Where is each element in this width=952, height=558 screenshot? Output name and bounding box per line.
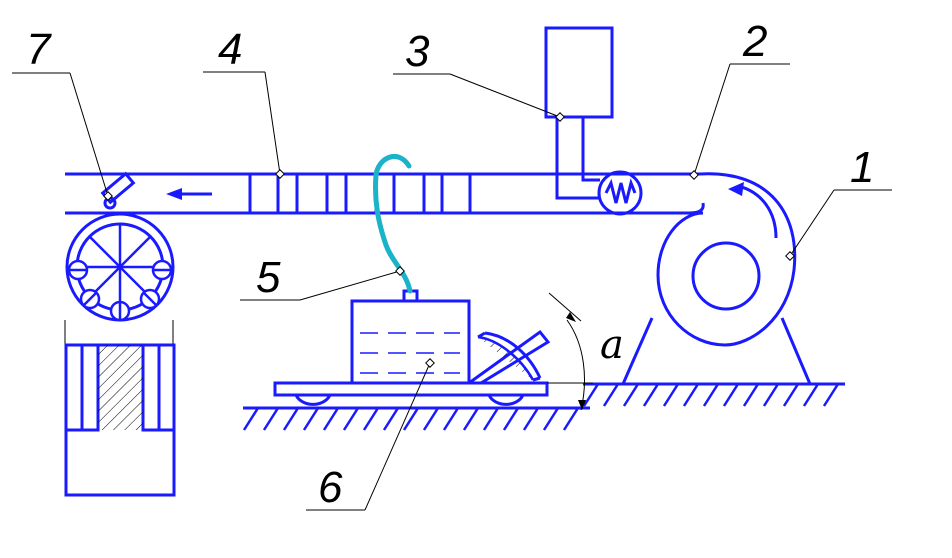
flow-arrow-icon <box>166 188 212 200</box>
angle-indicator: a <box>547 292 624 411</box>
callout-7: 7 <box>26 25 52 74</box>
fan <box>621 172 812 385</box>
leader-lines <box>12 63 892 511</box>
heat-exchanger <box>248 172 472 215</box>
cart <box>273 289 551 406</box>
callout-3: 3 <box>405 27 430 76</box>
angle-label: a <box>600 322 624 368</box>
leader-markers <box>103 112 795 368</box>
duct <box>65 172 705 215</box>
gripper-icon <box>100 171 136 210</box>
callout-6: 6 <box>318 463 343 512</box>
hose <box>373 153 413 294</box>
rotation-arrow-icon <box>737 184 778 239</box>
callout-5: 5 <box>256 253 281 302</box>
callout-2: 2 <box>742 17 767 66</box>
rotary-valve <box>64 171 175 345</box>
support-block <box>64 343 176 497</box>
callout-1: 1 <box>850 143 874 192</box>
ground-left <box>242 406 590 431</box>
heater <box>544 26 643 216</box>
ground-right <box>582 382 845 407</box>
callout-4: 4 <box>218 25 242 74</box>
